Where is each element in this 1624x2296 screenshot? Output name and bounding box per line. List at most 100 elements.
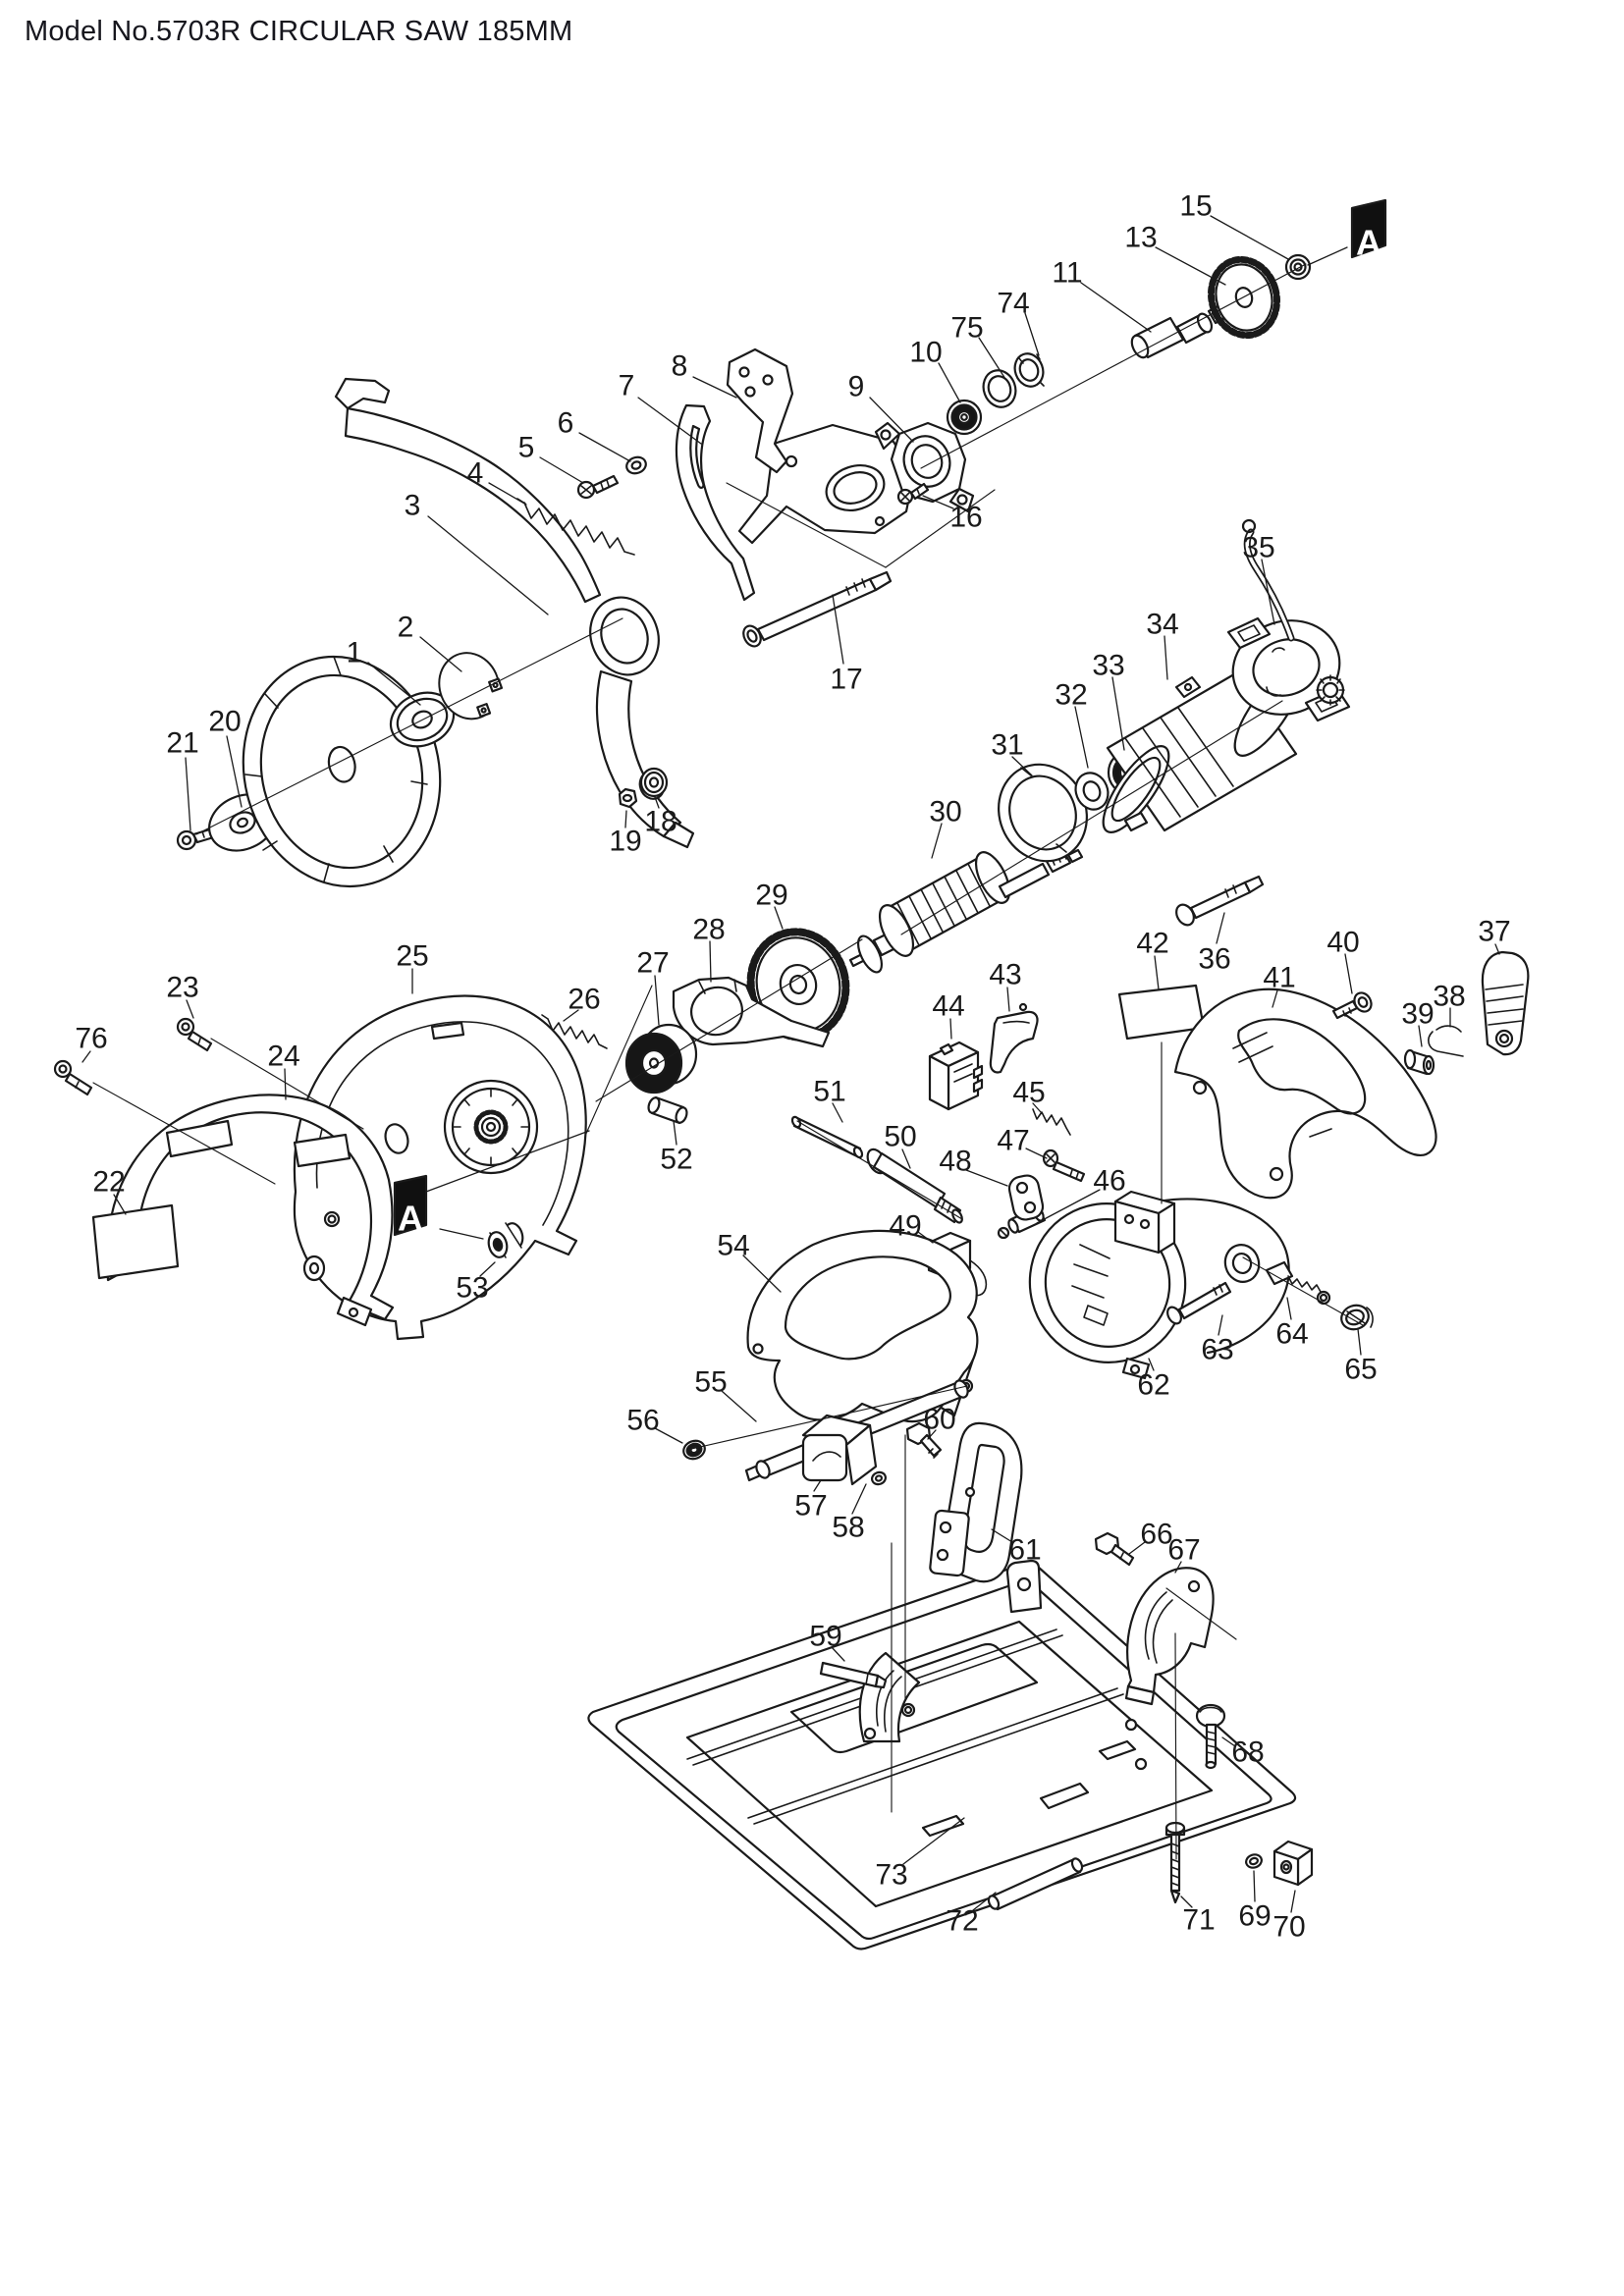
leader-line-50 (901, 1148, 911, 1169)
drawing-segment (863, 1727, 877, 1740)
drawing-segment (197, 1038, 201, 1045)
part-label-43: 43 (989, 959, 1021, 991)
drawing-segment (1119, 1552, 1124, 1560)
leader-line-34 (1164, 635, 1168, 680)
part-label-6: 6 (558, 407, 574, 440)
drawing-segment (1226, 616, 1272, 650)
drawing-segment (812, 1451, 841, 1462)
leader-line-4 (488, 482, 527, 506)
leader-line-39 (1418, 1025, 1423, 1047)
bolt-60 (905, 1421, 943, 1459)
part-label-72: 72 (946, 1905, 978, 1938)
drawing-segment (746, 1229, 979, 1423)
leader-line-31 (1011, 756, 1033, 776)
part-label-33: 33 (1092, 650, 1124, 682)
drawing-segment (953, 1063, 973, 1083)
leader-line-9 (869, 397, 914, 443)
drawing-segment (1039, 1782, 1090, 1810)
leader-line-64 (1286, 1297, 1292, 1320)
leader-line-42 (1154, 955, 1160, 990)
drawing-segment (928, 1054, 950, 1111)
drawing-segment (1018, 358, 1040, 382)
drawing-segment (1177, 1281, 1232, 1320)
drawing-segment (348, 1307, 359, 1318)
drawing-segment (939, 1521, 952, 1534)
drawing-segment (1069, 1169, 1079, 1180)
part-label-66: 66 (1140, 1519, 1172, 1551)
pin-59 (819, 1661, 888, 1689)
label-22 (91, 1203, 180, 1280)
bolt-66 (1094, 1531, 1135, 1567)
drawing-segment (1166, 1306, 1182, 1325)
drawing-segment (595, 938, 863, 1102)
safety-plate-28 (672, 976, 831, 1048)
drawing-segment (964, 1486, 976, 1498)
leader-line-75 (978, 337, 1006, 380)
part-label-62: 62 (1137, 1369, 1169, 1402)
part-label-67: 67 (1167, 1534, 1200, 1567)
drawing-segment (1123, 811, 1149, 832)
leader-line-48 (965, 1169, 1008, 1187)
drawing-segment (210, 1038, 364, 1130)
part-label-34: 34 (1146, 609, 1178, 641)
part-label-24: 24 (267, 1041, 299, 1073)
part-label-50: 50 (884, 1121, 916, 1153)
leader-line-68 (1221, 1736, 1236, 1747)
drawing-segment (1015, 1181, 1029, 1195)
drawing-segment (591, 474, 620, 495)
part-label-53: 53 (456, 1272, 488, 1305)
part-label-61: 61 (1008, 1534, 1041, 1567)
drawing-segment (1052, 1160, 1086, 1183)
drawing-segment (293, 1133, 352, 1168)
drawing-segment (440, 654, 499, 719)
drawing-segment (1481, 950, 1530, 1056)
drawing-segment (1113, 1200, 1161, 1255)
leader-line-73 (902, 1817, 965, 1865)
screw-47 (1042, 1148, 1086, 1183)
part-label-55: 55 (694, 1366, 727, 1399)
drawing-segment (998, 862, 1051, 899)
drawing-segment (1000, 1229, 1007, 1237)
drawing-segment (1196, 312, 1214, 334)
part-label-59: 59 (809, 1621, 841, 1653)
drawing-segment (1282, 1863, 1290, 1871)
rubber-roller-27 (624, 1023, 698, 1095)
part-label-5: 5 (518, 432, 535, 464)
drawing-segment (987, 375, 1012, 402)
leader-line-11 (1080, 282, 1152, 333)
part-label-63: 63 (1201, 1334, 1233, 1366)
drawing-segment (919, 1433, 943, 1458)
drawing-segment (473, 1109, 509, 1145)
leader-line-22 (113, 1194, 127, 1215)
drawing-segment (972, 1064, 984, 1080)
drawing-segment (480, 707, 487, 714)
view-marker-a-top (1350, 198, 1387, 259)
drawing-segment (1129, 1198, 1290, 1355)
drawing-segment (880, 429, 892, 441)
drawing-segment (1124, 707, 1234, 818)
safety-cover-24 (106, 1094, 395, 1327)
drawing-segment (1224, 884, 1237, 898)
part-label-45: 45 (1012, 1077, 1045, 1109)
drawing-segment (685, 1620, 1214, 1908)
part-label-10: 10 (909, 337, 942, 369)
drawing-segment (1044, 1218, 1171, 1348)
drawing-segment (1199, 1706, 1222, 1713)
drawing-segment (900, 700, 1283, 935)
switch-44 (928, 1041, 984, 1111)
drawing-segment (64, 1072, 93, 1096)
leader-line-7 (637, 397, 702, 445)
part-label-58: 58 (832, 1512, 864, 1544)
drawing-segment (1213, 1284, 1223, 1296)
leader-line-33 (1111, 676, 1125, 751)
part-label-74: 74 (997, 288, 1029, 320)
ball-bearing-18 (639, 767, 669, 798)
leader-line-45 (1032, 1102, 1042, 1113)
leader-line-63 (1218, 1314, 1223, 1336)
drawing-segment (384, 1123, 409, 1154)
drawing-segment (698, 979, 737, 994)
part-label-30: 30 (929, 796, 961, 828)
leader-line-47 (1025, 1148, 1048, 1159)
drawing-segment (885, 489, 996, 568)
